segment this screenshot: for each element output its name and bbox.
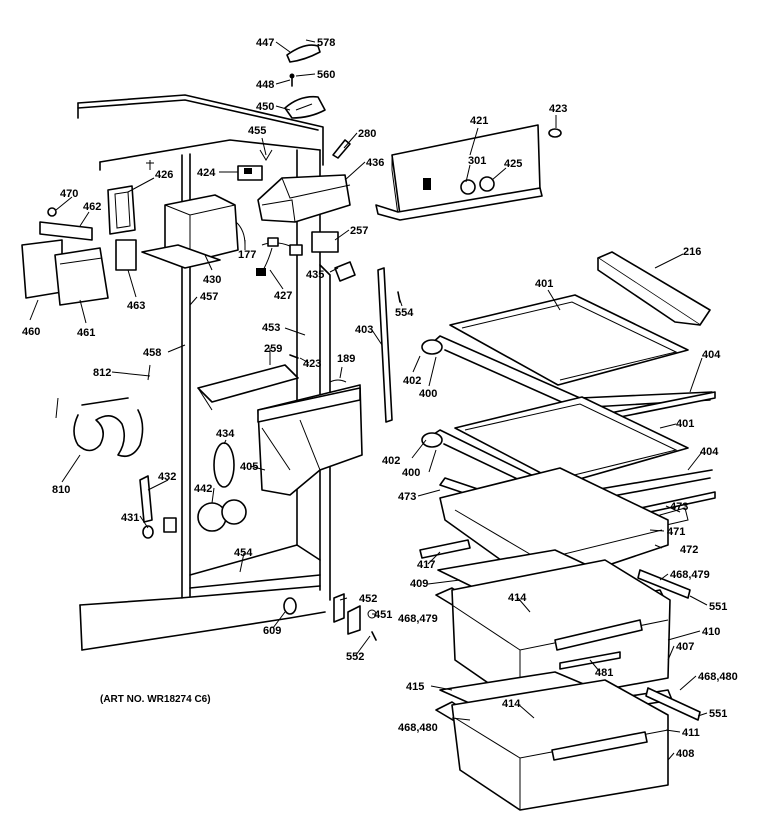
callout-216: 216 [683,246,701,258]
callout-460: 460 [22,326,40,338]
callout-554: 554 [395,307,414,319]
callout-461: 461 [77,327,95,339]
callout-471: 471 [667,526,685,538]
callout-463: 463 [127,300,145,312]
callout-301: 301 [468,155,486,167]
callout-402-lower: 402 [382,455,400,467]
callout-257: 257 [350,225,368,237]
callout-405: 405 [240,461,258,473]
callout-468-480-left: 468,480 [398,722,438,734]
callout-450: 450 [256,101,274,113]
callout-400-lower: 400 [402,467,420,479]
callout-280: 280 [358,128,376,140]
callout-468-479-left: 468,479 [398,613,438,625]
callout-481: 481 [595,667,613,679]
callout-473-left: 473 [398,491,416,503]
callout-435: 435 [306,269,324,281]
callout-424: 424 [197,167,216,179]
callout-labels: 447 578 448 560 450 455 280 421 423 424 … [22,37,738,760]
callout-609: 609 [263,625,281,637]
callout-410: 410 [702,626,720,638]
top-parts [21,44,562,423]
callout-434: 434 [216,428,235,440]
callout-452: 452 [359,593,377,605]
callout-411: 411 [682,727,700,739]
callout-401-lower: 401 [676,418,694,430]
callout-421: 421 [470,115,488,127]
callout-404-upper: 404 [702,349,721,361]
callout-430: 430 [203,274,221,286]
callout-473-right: 473 [670,501,688,513]
callout-432: 432 [158,471,176,483]
shelves-and-drawers [419,251,716,811]
callout-417: 417 [417,559,435,571]
callout-448: 448 [256,79,274,91]
callout-552: 552 [346,651,364,663]
callout-labels-extra: 401 402 400 404 473 468,479 [382,418,719,625]
callout-454: 454 [234,547,253,559]
callout-414-upper: 414 [508,592,527,604]
callout-189: 189 [337,353,355,365]
callout-425: 425 [504,158,522,170]
callout-472: 472 [680,544,698,556]
callout-402-upper: 402 [403,375,421,387]
middle-parts [55,354,377,641]
callout-177: 177 [238,249,256,261]
callout-812: 812 [93,367,111,379]
callout-423-top: 423 [549,103,567,115]
callout-259: 259 [264,343,282,355]
callout-431: 431 [121,512,139,524]
callout-810: 810 [52,484,70,496]
callout-468-480-right: 468,480 [698,671,738,683]
callout-451: 451 [374,609,392,621]
callout-407: 407 [676,641,694,653]
callout-427: 427 [274,290,292,302]
callout-414-lower: 414 [502,698,521,710]
callout-462: 462 [83,201,101,213]
callout-403: 403 [355,324,373,336]
callout-401-upper: 401 [535,278,553,290]
callout-400-upper: 400 [419,388,437,400]
callout-426: 426 [155,169,173,181]
callout-436: 436 [366,157,384,169]
callout-447: 447 [256,37,274,49]
callout-560: 560 [317,69,335,81]
callout-455: 455 [248,125,266,137]
callout-442: 442 [194,483,212,495]
callout-453: 453 [262,322,280,334]
art-number: (ART NO. WR18274 C6) [100,694,211,705]
callout-578: 578 [317,37,335,49]
callout-470: 470 [60,188,78,200]
callout-408: 408 [676,748,694,760]
callout-457: 457 [200,291,218,303]
callout-468-479-right: 468,479 [670,569,710,581]
callout-551-upper: 551 [709,601,727,613]
callout-423-mid: 423 [303,358,321,370]
leader-lines [29,39,708,761]
callout-404-lower: 404 [700,446,719,458]
callout-551-lower: 551 [709,708,727,720]
callout-409: 409 [410,578,428,590]
callout-415: 415 [406,681,424,693]
callout-458: 458 [143,347,161,359]
